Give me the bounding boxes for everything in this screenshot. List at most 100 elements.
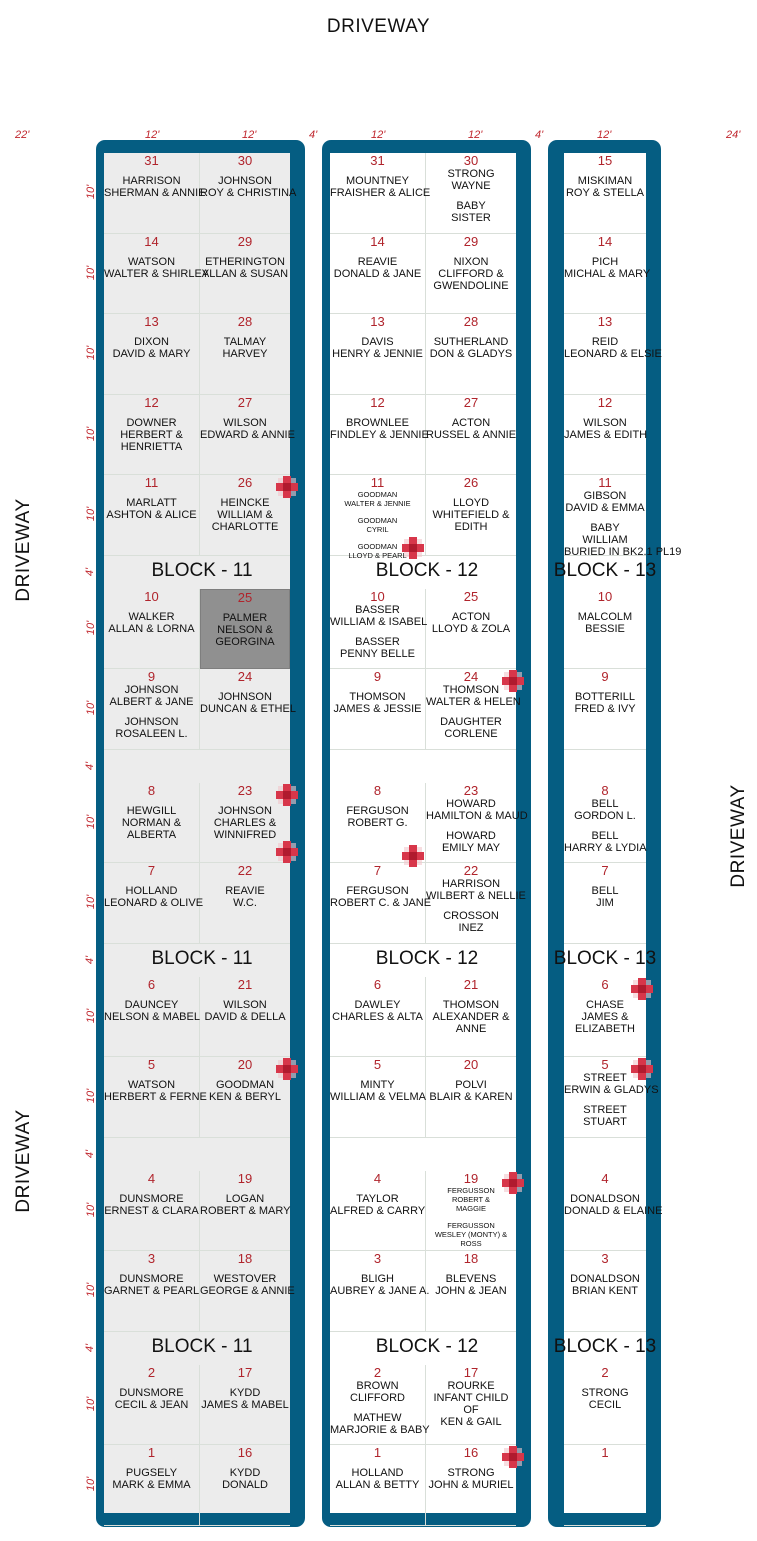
- name-line: WILSON: [583, 416, 627, 429]
- memorial-cross-icon: [631, 1058, 653, 1080]
- block-label-11: BLOCK - 11: [151, 947, 253, 969]
- name-line: MOUNTNEY: [346, 175, 409, 187]
- name-line: DUNSMORE: [119, 1192, 184, 1205]
- dim-row-height: 10': [85, 1202, 98, 1217]
- name-line: HEINCKE: [220, 497, 270, 509]
- name-line: PUGSELY: [125, 1467, 178, 1479]
- name-line: WALTER & SHIRLEY: [104, 267, 210, 280]
- name-line: KYDD: [229, 1386, 261, 1399]
- name-line: MICHAL & MARY: [564, 267, 651, 280]
- name-line: ETHERINGTON: [205, 255, 285, 268]
- name-line: CORLENE: [444, 728, 498, 740]
- name-line: MINTY: [360, 1079, 395, 1091]
- name-line: DAVID & DELLA: [204, 1010, 286, 1023]
- plot-number: 29: [237, 233, 253, 249]
- dim-row-height: 10': [85, 1283, 98, 1298]
- block-label-12: BLOCK - 12: [375, 947, 479, 969]
- name-line: OF: [463, 1403, 479, 1416]
- plot-13-1[interactable]: 1: [564, 1445, 646, 1526]
